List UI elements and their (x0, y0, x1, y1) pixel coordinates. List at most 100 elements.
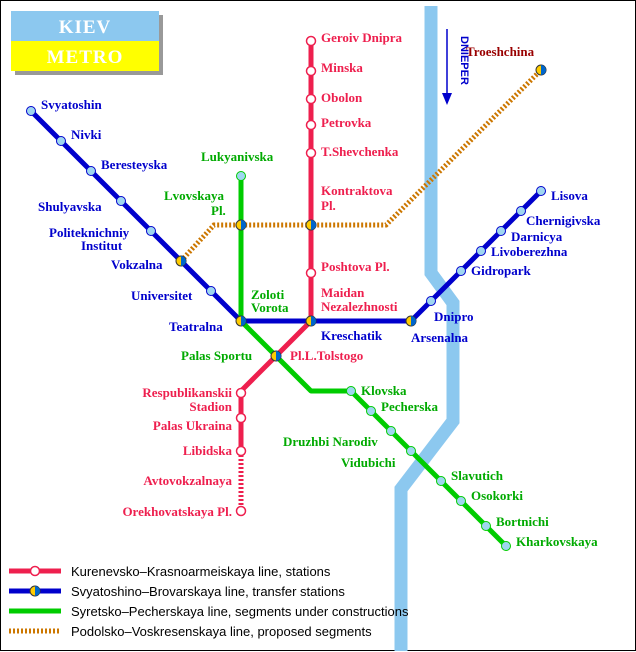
label-minska: Minska (321, 60, 363, 75)
station-palas-ukraina (235, 412, 247, 424)
label-zoloti-1: Zoloti (251, 287, 285, 302)
station-obolon (305, 93, 317, 105)
label-politeknichniy-1: Politeknichniy (49, 225, 130, 240)
station-minska (305, 65, 317, 77)
transfer-station-kreschatik-half (311, 316, 316, 326)
label-maidan-2: Nezalezhnosti (321, 299, 398, 314)
station-labels: Geroiv Dnipra Minska Obolon Petrovka T.S… (38, 30, 601, 549)
label-kontraktova-2: Pl. (321, 198, 336, 213)
label-t-shevchenka: T.Shevchenka (321, 144, 399, 159)
label-kontraktova-1: Kontraktova (321, 183, 393, 198)
label-politeknichniy-2: Institut (81, 238, 123, 253)
label-lukyanivska: Lukyanivska (201, 149, 274, 164)
label-chernigivska: Chernigivska (526, 213, 601, 228)
station-beresteyska (86, 166, 96, 176)
transfer-station-troeshchina-half (541, 65, 546, 75)
label-vidubichi: Vidubichi (341, 455, 396, 470)
label-arsenalna: Arsenalna (411, 330, 469, 345)
legend-text-orange: Podolsko–Voskresenskaya line, proposed s… (71, 624, 372, 639)
label-kreschatik: Kreschatik (321, 328, 383, 343)
title-metro: METRO (47, 47, 124, 68)
label-vokzalna: Vokzalna (111, 257, 163, 272)
label-palas-ukraina: Palas Ukraina (153, 418, 233, 433)
station-lisova (536, 186, 546, 196)
dnieper-river (394, 6, 460, 651)
legend-text-green: Syretsko–Pecherskaya line, segments unde… (71, 604, 409, 619)
label-beresteyska: Beresteyska (101, 157, 168, 172)
legend: Kurenevsko–Krasnoarmeiskaya line, statio… (9, 564, 409, 639)
station-slavutich (436, 476, 446, 486)
label-osokorki: Osokorki (471, 488, 523, 503)
station-darnicya (496, 226, 506, 236)
transfer-station-teatralna-half (241, 316, 246, 326)
title-kiev: KIEV (59, 17, 112, 38)
stations (26, 35, 547, 551)
transfer-station-kontraktova-half (311, 220, 316, 230)
label-svyatoshin: Svyatoshin (41, 97, 102, 112)
station-chernigivska (516, 206, 526, 216)
title-top (11, 11, 159, 41)
station-pecherska (366, 406, 376, 416)
station-lukyanivska (236, 171, 246, 181)
label-lisova: Lisova (551, 188, 588, 203)
line-svyatoshino-brovarskaya (29, 109, 543, 324)
station-svyatoshin (26, 106, 36, 116)
station-gidropark (456, 266, 466, 276)
river-arrow-head-icon (442, 93, 452, 105)
label-troeshchina: Troeshchina (466, 44, 535, 59)
label-dnipro: Dnipro (434, 309, 474, 324)
station-respublikanskii (235, 387, 247, 399)
label-klovska: Klovska (361, 383, 407, 398)
legend-text-red: Kurenevsko–Krasnoarmeiskaya line, statio… (71, 564, 331, 579)
legend-text-blue: Svyatoshino–Brovarskaya line, transfer s… (71, 584, 345, 599)
label-avtovokzalnaya: Avtovokzalnaya (143, 473, 232, 488)
station-livoberezhna (476, 246, 486, 256)
label-shulyavska: Shulyavska (38, 199, 102, 214)
label-universitet: Universitet (131, 288, 193, 303)
station-nivki (56, 136, 66, 146)
station-politeknichniy (146, 226, 156, 236)
label-petrovka: Petrovka (321, 115, 372, 130)
legend-station-red (29, 565, 41, 577)
title-bottom (11, 41, 159, 71)
station-poshtova (305, 267, 317, 279)
label-pl-l-tolstogo: Pl.L.Tolstogo (290, 348, 363, 363)
label-zoloti-2: Vorota (251, 300, 289, 315)
label-livoberezhna: Livoberezhna (491, 244, 568, 259)
label-nivki: Nivki (71, 127, 102, 142)
label-palas-sportu: Palas Sportu (181, 348, 252, 363)
station-t-shevchenka (305, 147, 317, 159)
station-dnipro (426, 296, 436, 306)
river-name: DNIEPER (458, 36, 470, 85)
transfer-station-arsenalna-half (411, 316, 416, 326)
label-maidan-1: Maidan (321, 285, 365, 300)
label-obolon: Obolon (321, 90, 363, 105)
station-orekhovatskaya (235, 505, 247, 517)
station-druzhbi-narodiv (386, 426, 396, 436)
station-shulyavska (116, 196, 126, 206)
transfer-station-lvovskaya-half (241, 220, 246, 230)
label-lvovskaya-1: Lvovskaya (164, 188, 224, 203)
transfer-station-vokzalna-half (181, 256, 186, 266)
transfer-station-pl-l-tolstogo-half (276, 351, 281, 361)
label-druzhbi-narodiv: Druzhbi Narodiv (283, 434, 378, 449)
label-bortnichi: Bortnichi (496, 514, 549, 529)
label-gidropark: Gidropark (471, 263, 531, 278)
label-teatralna: Teatralna (169, 319, 223, 334)
station-geroiv-dnipra (305, 35, 317, 47)
station-vidubichi (406, 446, 416, 456)
label-poshtova: Poshtova Pl. (321, 259, 390, 274)
station-universitet (206, 286, 216, 296)
label-pecherska: Pecherska (381, 399, 439, 414)
label-lvovskaya-2: Pl. (211, 203, 226, 218)
station-petrovka (305, 119, 317, 131)
station-kharkovskaya (501, 541, 511, 551)
line-syretsko-pecherskaya (238, 176, 508, 548)
legend-transfer-half (35, 586, 40, 596)
label-slavutich: Slavutich (451, 468, 504, 483)
label-respublikanskii-1: Respublikanskii (142, 385, 232, 400)
station-osokorki (456, 496, 466, 506)
line-podolsko-voskresenskaya (179, 68, 543, 263)
